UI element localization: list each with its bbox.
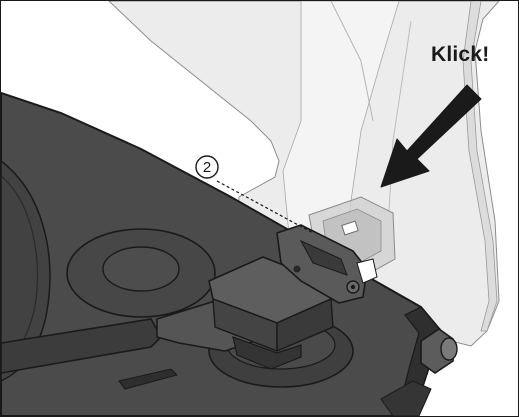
front-slot bbox=[118, 368, 178, 390]
base-ridge bbox=[380, 380, 432, 416]
lid-knob bbox=[420, 328, 458, 374]
push-arrow-icon bbox=[380, 84, 482, 188]
click-callout-label: Klick! bbox=[431, 43, 490, 66]
hinge-highlight bbox=[356, 258, 378, 284]
lid-crease bbox=[330, 1, 374, 122]
cartridge-side bbox=[276, 297, 334, 353]
lid-crease bbox=[388, 20, 412, 212]
hinge-socket-face bbox=[299, 239, 348, 276]
step-number-label: 2 bbox=[203, 159, 211, 176]
step-number-icon bbox=[195, 155, 219, 179]
hinge-screw-center bbox=[350, 284, 356, 290]
tone-arm bbox=[1, 256, 334, 374]
hinge-pin bbox=[293, 265, 301, 273]
speed-ring-inner bbox=[102, 246, 180, 292]
step-leader-line bbox=[216, 180, 314, 234]
cartridge-skirt bbox=[232, 336, 302, 370]
arm-stem bbox=[1, 318, 162, 374]
hinge-assembly bbox=[276, 196, 396, 304]
knob-cap bbox=[440, 337, 458, 361]
step-callout: 2 bbox=[195, 155, 314, 234]
lid-edge bbox=[462, 1, 498, 332]
hinge-slot bbox=[341, 220, 359, 236]
